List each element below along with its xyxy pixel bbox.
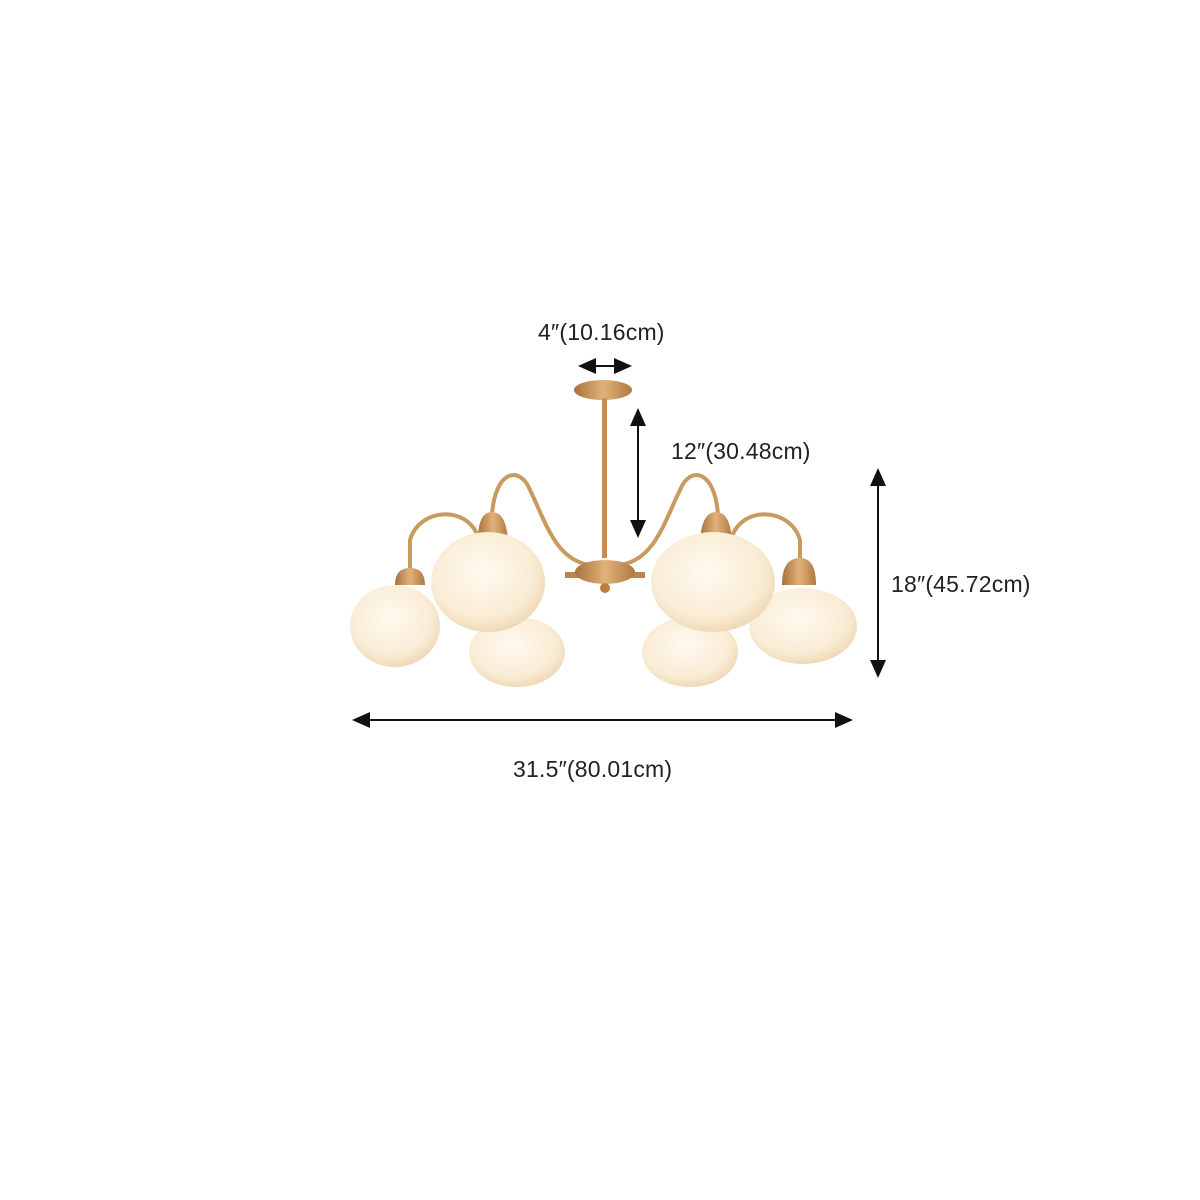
rod-length-label: 12″(30.48cm) [671, 438, 811, 464]
globe [350, 585, 440, 667]
globe [749, 588, 857, 664]
width-label: 31.5″(80.01cm) [513, 756, 673, 782]
canopy [574, 380, 632, 558]
globe [642, 617, 738, 687]
hub [565, 560, 645, 593]
globe [651, 532, 775, 632]
chandelier-arms [408, 473, 802, 585]
height-label: 18″(45.72cm) [891, 571, 1031, 597]
canopy-width-label: 4″(10.16cm) [538, 319, 665, 345]
globe [469, 617, 565, 687]
globe [431, 532, 545, 632]
glass-globes [350, 532, 857, 687]
